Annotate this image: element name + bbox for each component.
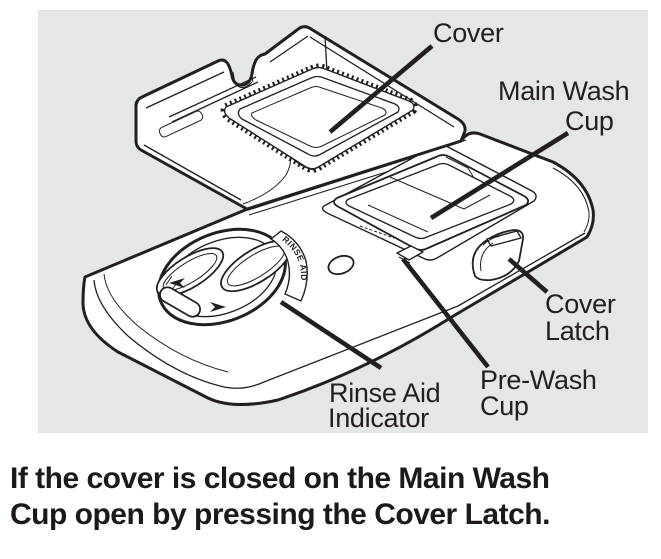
- label-cover-latch-line1: Cover: [545, 289, 616, 319]
- min-arrow-icon: [210, 302, 226, 312]
- label-rinse-aid-line1: Rinse Aid: [329, 378, 441, 408]
- label-cover: Cover: [433, 18, 504, 48]
- label-main-wash-cup-line2: Cup: [565, 106, 614, 136]
- leader-line-main-wash-cup: [429, 131, 570, 220]
- rinse-aid-indicator-window: [159, 278, 226, 318]
- cover-flap: [134, 25, 467, 211]
- fill-button: [327, 254, 355, 276]
- leader-line-pre-wash-cup: [401, 257, 490, 369]
- leader-line-rinse-aid: [279, 300, 383, 370]
- label-main-wash-cup-line1: Main Wash: [498, 76, 630, 106]
- caption: If the cover is closed on the Main Wash …: [10, 461, 655, 533]
- label-rinse-aid-line2: Indicator: [328, 403, 429, 433]
- label-pre-wash-cup-line1: Pre-Wash: [480, 365, 597, 395]
- caption-line-2: Cup open by pressing the Cover Latch.: [10, 498, 550, 531]
- leader-line-cover: [328, 44, 434, 134]
- caption-line-1: If the cover is closed on the Main Wash: [10, 462, 550, 495]
- main-wash-cup: [321, 144, 537, 261]
- leader-lines: [279, 44, 570, 370]
- cover-gasket: [220, 63, 418, 173]
- diagram-panel: RINSE AID: [38, 10, 648, 433]
- label-pre-wash-cup-line2: Cup: [480, 391, 529, 421]
- max-arrow-icon: [169, 278, 185, 288]
- dispenser-illustration: RINSE AID: [81, 25, 595, 407]
- cover-latch: [471, 229, 524, 282]
- label-cover-latch-line2: Latch: [545, 316, 610, 346]
- leader-line-cover-latch: [507, 257, 549, 294]
